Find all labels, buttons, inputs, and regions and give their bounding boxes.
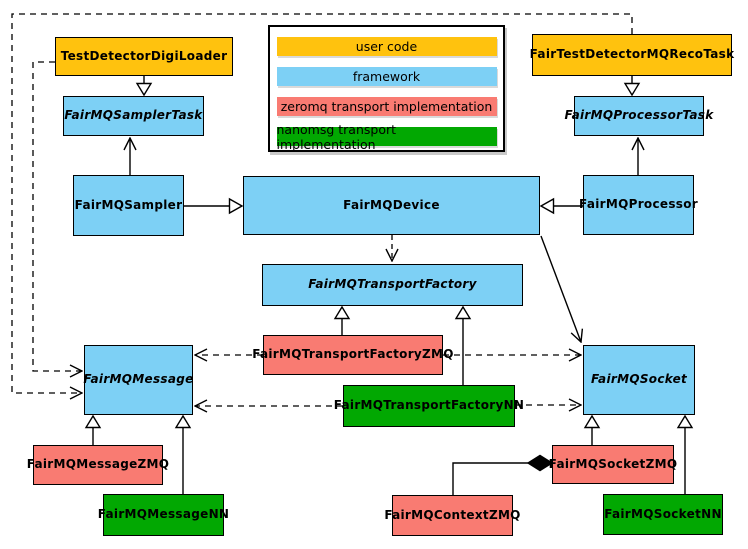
class-label: FairMQSocketZMQ <box>548 456 678 471</box>
class-label: FairMQProcessor <box>579 197 698 212</box>
class-label: FairMQMessage <box>83 372 194 387</box>
node-fairmq-transport-factory-zmq: FairMQTransportFactoryZMQ <box>252 335 453 375</box>
class-label: FairMQSampler <box>74 197 183 212</box>
node-fairmq-sampler-task: FairMQSamplerTask <box>63 96 204 136</box>
inheritance-socketzmq-to-socket <box>583 414 601 445</box>
class-label: FairMQContextZMQ <box>384 507 521 522</box>
node-fairmq-context-zmq: FairMQContextZMQ <box>384 495 520 536</box>
dashed-arrow-recotask-to-message <box>11 13 633 393</box>
node-fairmq-transport-factory: FairMQTransportFactory <box>262 264 523 306</box>
node-fairmq-transport-factory-nn: FairMQTransportFactoryNN <box>334 385 524 427</box>
inheritance-factoryzmq-to-transportfactory <box>333 305 351 335</box>
node-fairmq-sampler: FairMQSampler <box>73 175 184 236</box>
node-fairmq-socket: FairMQSocket <box>583 345 695 415</box>
composition-contextzmq-to-socketzmq <box>452 454 554 495</box>
inheritance-messagezmq-to-message <box>84 414 102 445</box>
class-label: FairMQTransportFactoryZMQ <box>252 347 454 362</box>
node-fairmq-device: FairMQDevice <box>243 176 540 235</box>
class-label: FairMQDevice <box>343 197 440 212</box>
class-label: FairMQSocketNN <box>604 506 722 521</box>
legend-item-zeromq: zeromq transport implementation <box>276 97 497 116</box>
node-fairmq-processor-task: FairMQProcessorTask <box>564 96 713 136</box>
class-label: FairTestDetectorMQRecoTask <box>529 47 735 62</box>
node-fairmq-socket-nn: FairMQSocketNN <box>603 494 723 535</box>
node-fairmq-message-zmq: FairMQMessageZMQ <box>27 445 169 485</box>
solid-arrow-device-to-socket <box>540 235 581 342</box>
inheritance-socketnn-to-socket <box>676 414 694 494</box>
node-fairmq-socket-zmq: FairMQSocketZMQ <box>549 445 677 484</box>
inheritance-factorynn-to-transportfactory <box>454 305 472 385</box>
class-label: FairMQMessageNN <box>97 507 230 522</box>
legend: user code framework zeromq transport imp… <box>268 25 505 152</box>
node-fair-test-detector-mq-reco-task: FairTestDetectorMQRecoTask <box>529 34 735 76</box>
inheritance-digiloader-to-samplertask <box>135 76 153 97</box>
legend-item-framework: framework <box>276 67 497 86</box>
legend-item-nanomsg: nanomsg transport implementation <box>276 122 497 152</box>
dashed-arrow-digiloader-to-message <box>32 61 82 371</box>
inheritance-messagenn-to-message <box>174 414 192 494</box>
node-fairmq-message: FairMQMessage <box>83 345 194 415</box>
class-label: FairMQTransportFactoryNN <box>333 398 525 413</box>
node-test-detector-digi-loader: TestDetectorDigiLoader <box>55 37 233 76</box>
class-label: FairMQMessageZMQ <box>26 457 170 472</box>
class-label: FairMQTransportFactory <box>308 277 477 292</box>
node-fairmq-message-nn: FairMQMessageNN <box>98 494 229 536</box>
inheritance-recotask-to-processortask <box>623 76 641 97</box>
legend-item-user-code: user code <box>276 37 497 56</box>
class-label: FairMQSocket <box>590 372 688 387</box>
inheritance-sampler-to-device <box>184 197 244 215</box>
class-label: TestDetectorDigiLoader <box>60 48 228 63</box>
node-fairmq-processor: FairMQProcessor <box>579 175 698 235</box>
inheritance-processor-to-device <box>539 197 583 215</box>
class-label: FairMQProcessorTask <box>564 108 714 123</box>
class-label: FairMQSamplerTask <box>64 108 203 123</box>
